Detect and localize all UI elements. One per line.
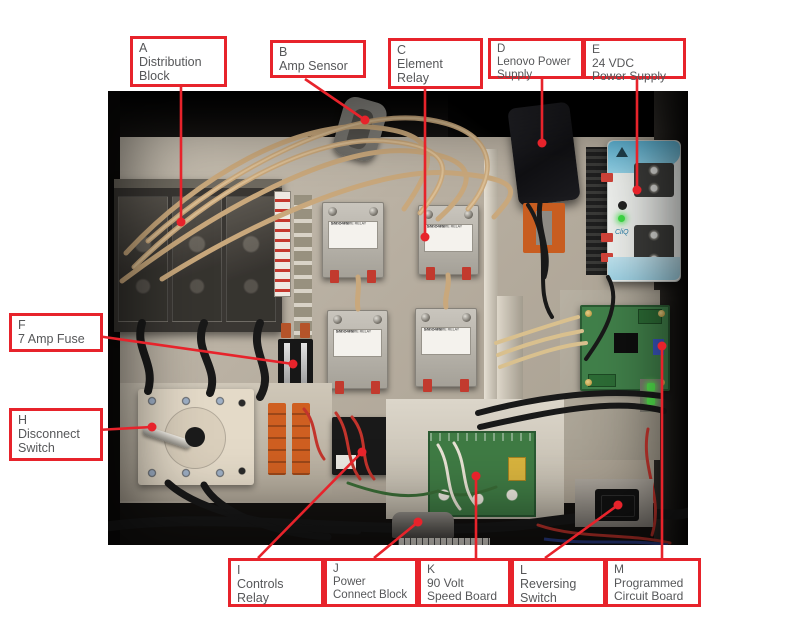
callout-text: Controls (237, 577, 284, 592)
callout-c-element-relay: C Element Relay (388, 38, 483, 89)
relay-label-text: SOLID STATE RELAY (426, 225, 463, 229)
callout-text: Switch (520, 591, 557, 606)
photo-vignette (108, 91, 688, 545)
callout-text: Speed Board (427, 589, 498, 604)
pcb-standoff (585, 310, 592, 317)
callout-text: 7 Amp Fuse (18, 332, 85, 347)
callout-text: Relay (237, 591, 269, 606)
disconnect-switch (138, 389, 254, 485)
relay-terminal (423, 379, 432, 392)
callout-text: 24 VDC (592, 55, 635, 70)
callout-text: 90 Volt (427, 575, 464, 590)
distribution-block-pole (226, 196, 276, 322)
psu-spade-connector (601, 253, 613, 262)
fuse-connector (300, 323, 310, 338)
callout-letter: K (427, 562, 436, 576)
psu-adjust-knob (618, 201, 627, 210)
callout-letter: F (18, 318, 26, 332)
callout-text: Power Supply (592, 69, 667, 84)
relay-label-text: SOLID STATE RELAY (423, 328, 460, 332)
callout-text: Switch (18, 441, 55, 456)
psu-spade-connector (601, 173, 613, 182)
callout-text: Block (139, 69, 170, 84)
callout-j-power-connect-block: J Power Connect Block (324, 558, 418, 607)
relay-model-text: SAP-2440D (330, 222, 350, 226)
solid-state-relay: SOLID STATE RELAY SAP-2440D (327, 310, 388, 394)
capacitor (508, 457, 526, 481)
psu-model-text: CliQ (615, 229, 629, 236)
callout-text: Distribution (139, 55, 202, 70)
relay-label-text: SOLID STATE RELAY (330, 222, 367, 226)
pcb-standoff (585, 379, 592, 386)
callout-text: Lenovo Power (497, 55, 571, 68)
fuse-cartridge (301, 343, 307, 387)
callout-letter: B (279, 45, 288, 59)
relay-terminal (462, 267, 471, 280)
callout-f-7-amp-fuse: F 7 Amp Fuse (9, 313, 103, 352)
callout-text: Programmed (614, 575, 684, 590)
ic-chip (614, 333, 638, 353)
control-panel-photo: SOLID STATE RELAY SAP-2440D SOLID STATE … (108, 91, 688, 545)
relay-terminal (371, 381, 380, 394)
power-connect-block (398, 538, 490, 545)
relay-label: SOLID STATE RELAY SAP-2440D (333, 329, 382, 357)
relay-model-text: SAP-2440D (335, 330, 355, 334)
callout-letter: L (520, 563, 527, 577)
callout-k-90-volt-speed-board: K 90 Volt Speed Board (418, 558, 511, 607)
programmed-circuit-board (580, 305, 670, 391)
callout-text: Element (397, 57, 443, 72)
callout-letter: E (592, 42, 601, 56)
callout-e-24vdc-power-supply: E 24 VDC Power Supply (583, 38, 686, 83)
callout-m-programmed-circuit-board: M Programmed Circuit Board (605, 558, 701, 607)
callout-letter: M (614, 562, 624, 576)
callout-letter: C (397, 43, 407, 57)
solid-state-relay: SOLID STATE RELAY SAP-2440D (322, 202, 384, 283)
tan-wire-highlight (133, 116, 489, 268)
relay-label: SOLID STATE RELAY SAP-2440D (424, 224, 473, 252)
relay-label-text: SOLID STATE RELAY (335, 330, 372, 334)
relay-label: SOLID STATE RELAY SAP-2440D (421, 327, 471, 355)
callout-text: Reversing (520, 577, 577, 592)
tan-wires-to-board (494, 315, 588, 369)
fuse-connector (281, 323, 291, 338)
pcb-standoff (658, 310, 665, 317)
callout-text: Amp Sensor (279, 59, 348, 74)
psu-spade-connector (601, 233, 613, 242)
callout-text: Supply (497, 68, 533, 81)
callout-letter: D (497, 43, 506, 55)
relay-terminal (460, 379, 469, 392)
callout-letter: I (237, 563, 241, 577)
callout-text: Connect Block (333, 588, 408, 601)
psu-status-led (618, 215, 625, 222)
callout-letter: A (139, 41, 148, 55)
callout-text: Relay (397, 71, 429, 86)
relay-label: SOLID STATE RELAY SAP-2440D (328, 221, 378, 249)
callout-i-controls-relay: I Controls Relay (228, 558, 324, 607)
green-led (647, 397, 655, 405)
callout-l-reversing-switch: L Reversing Switch (511, 558, 606, 607)
callout-text: Power (333, 575, 366, 588)
callout-h-disconnect-switch: H Disconnect Switch (9, 408, 103, 461)
relay-terminal (335, 381, 344, 394)
relay-terminal (367, 270, 376, 283)
callout-b-amp-sensor: B Amp Sensor (270, 40, 366, 78)
solid-state-relay: SOLID STATE RELAY SAP-2440D (415, 308, 477, 392)
relay-terminal (330, 270, 339, 283)
relay-model-text: SAP-2440D (423, 328, 443, 332)
callout-d-lenovo-power-supply: D Lenovo Power Supply (488, 38, 584, 81)
callout-a-distribution-block: A Distribution Block (130, 36, 227, 87)
callout-letter: H (18, 413, 28, 427)
callout-text: Disconnect (18, 427, 80, 442)
relay-model-text: SAP-2440D (426, 225, 446, 229)
callout-text: Circuit Board (614, 589, 684, 604)
switch-hub (185, 427, 205, 447)
callout-letter: J (333, 563, 339, 575)
relay-terminal (426, 267, 435, 280)
psu-lower-band (608, 257, 680, 280)
green-led (647, 383, 655, 391)
white-wires (436, 441, 478, 511)
24vdc-power-supply: CliQ (601, 140, 681, 282)
